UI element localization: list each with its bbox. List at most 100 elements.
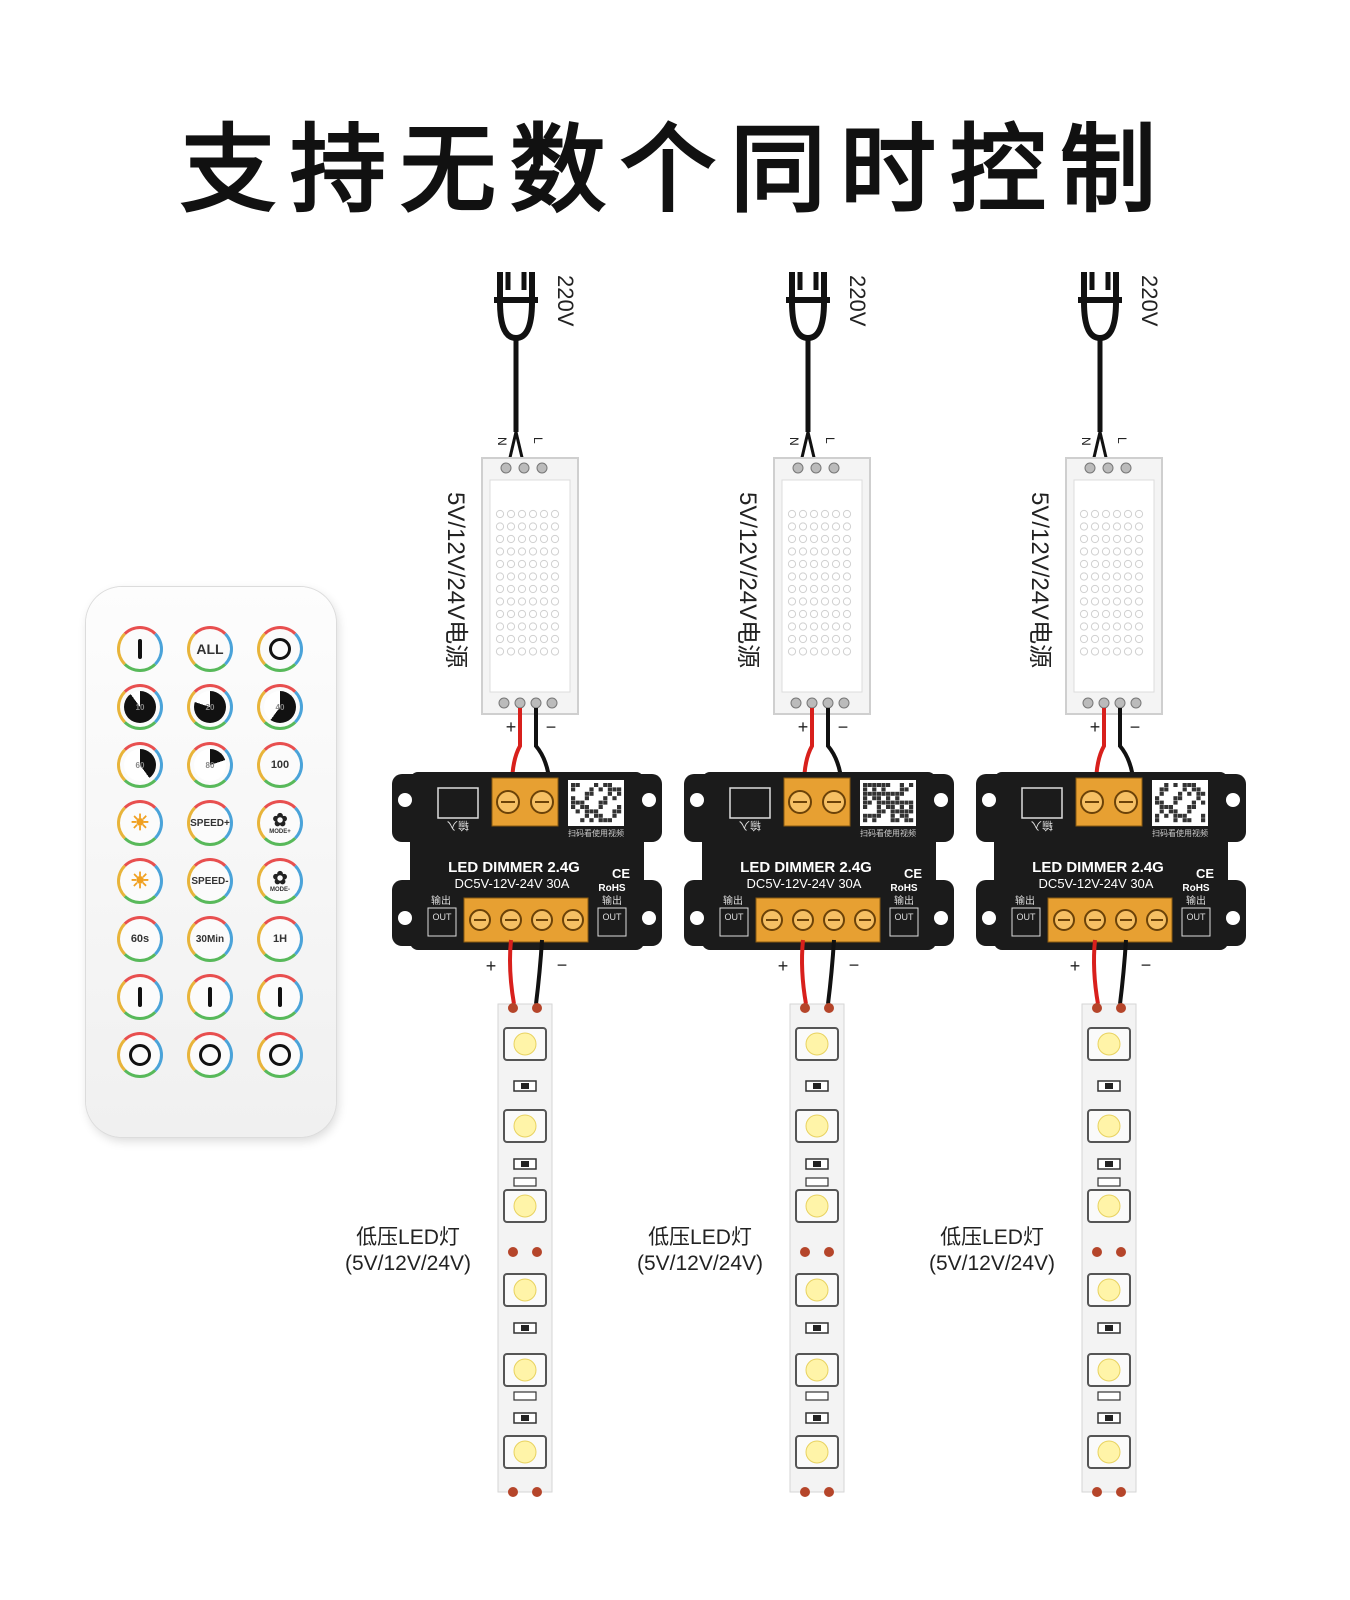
plug-icon — [789, 272, 827, 341]
solder-pad — [532, 1247, 542, 1257]
vent-hole — [1134, 622, 1144, 631]
vent-hole — [809, 609, 819, 619]
remote-button-speed-up[interactable]: SPEED+ — [187, 800, 233, 846]
remote-button-mode-down[interactable]: ✿MODE- — [257, 858, 303, 904]
vent-hole — [506, 584, 516, 594]
remote-button-brightness-up[interactable]: ☀ — [117, 800, 163, 846]
resistor-mark — [813, 1161, 821, 1167]
vent-hole — [550, 647, 560, 656]
qr-module — [881, 791, 886, 796]
remote-button-label: SPEED- — [191, 875, 229, 887]
qr-module — [899, 787, 904, 792]
out-box-left — [427, 907, 457, 937]
vent-hole — [842, 522, 852, 531]
remote-button-zone-2-on[interactable] — [187, 974, 233, 1020]
vent-hole — [506, 634, 516, 644]
qr-module — [886, 791, 891, 796]
vent-hole — [842, 634, 852, 644]
remote-button-timer-60s[interactable]: 60s — [117, 916, 163, 962]
vent-hole — [506, 509, 516, 519]
vent-hole — [539, 584, 549, 594]
mode-wheel-icon: ✿ — [272, 868, 288, 888]
vent-hole — [842, 597, 852, 606]
wire-positive-out — [1092, 939, 1100, 1005]
remote-button-speed-down[interactable]: SPEED- — [187, 858, 233, 904]
out-label-right: OUT — [1187, 912, 1207, 922]
vent-hole — [1134, 634, 1144, 644]
remote-button-label: 60s — [130, 933, 150, 945]
qr-module — [1182, 787, 1187, 792]
vent-hole — [1123, 647, 1133, 656]
wire-negative-out — [534, 939, 544, 1005]
scan-video-text: 扫码看使用视频 — [568, 828, 624, 838]
psu-vent-holes — [1079, 509, 1144, 656]
vent-hole — [831, 522, 841, 531]
vent-hole — [1112, 534, 1122, 544]
vent-hole — [1079, 559, 1089, 569]
remote-button-brightness-20[interactable]: 20 — [187, 684, 233, 730]
qr-module — [909, 805, 914, 809]
psu-output-screw — [822, 697, 834, 709]
remote-button-brightness-80[interactable]: 80 — [187, 742, 233, 788]
vent-hole — [1090, 534, 1100, 544]
remote-button-brightness-60[interactable]: 60 — [117, 742, 163, 788]
remote-button-zone-1-off[interactable] — [117, 1032, 163, 1078]
remote-button-zone-3-on[interactable] — [257, 974, 303, 1020]
ce-mark: CE — [1196, 866, 1214, 881]
vent-hole — [528, 534, 538, 544]
vent-hole — [820, 584, 830, 594]
vent-hole — [842, 584, 852, 594]
psu-output-screw — [806, 697, 818, 709]
solder-pad — [800, 1487, 810, 1497]
remote-button-brightness-10[interactable]: 10 — [117, 684, 163, 730]
strip-voltage-label: (5V/12V/24V) — [345, 1252, 471, 1275]
mains-voltage-label: 220V — [1137, 275, 1162, 327]
output-label-right: 输出 — [1186, 894, 1206, 907]
psu-output-screw — [790, 697, 802, 709]
remote-button-timer-1h[interactable]: 1H — [257, 916, 303, 962]
qr-module — [571, 805, 576, 809]
input-symbol-box — [729, 787, 771, 819]
remote-button-zone-3-off[interactable] — [257, 1032, 303, 1078]
vent-hole — [506, 547, 516, 556]
remote-button-timer-30min[interactable]: 30Min — [187, 916, 233, 962]
power-on-icon — [278, 987, 282, 1007]
qr-module — [571, 800, 576, 805]
qr-module — [1159, 791, 1164, 796]
vent-hole — [528, 522, 538, 531]
wire-positive-out — [800, 939, 808, 1005]
qr-module — [867, 791, 872, 796]
vent-hole — [550, 584, 560, 594]
solder-pad — [508, 1487, 518, 1497]
vent-hole — [1134, 572, 1144, 581]
remote-button-zone-on[interactable] — [117, 626, 163, 672]
vent-hole — [539, 572, 549, 581]
out-box-left — [719, 907, 749, 937]
remote-button-brightness-down[interactable]: ☀ — [117, 858, 163, 904]
qr-module — [584, 805, 589, 809]
vent-hole — [1134, 597, 1144, 606]
vent-hole — [1112, 597, 1122, 606]
remote-button-zone-2-off[interactable] — [187, 1032, 233, 1078]
remote-button-mode-up[interactable]: ✿MODE+ — [257, 800, 303, 846]
remote-button-brightness-40[interactable]: 40 — [257, 684, 303, 730]
vent-hole — [528, 584, 538, 594]
qr-module — [1196, 787, 1201, 792]
vent-hole — [809, 597, 819, 606]
remote-button-brightness-100[interactable]: 100 — [257, 742, 303, 788]
led-chip — [805, 1278, 829, 1302]
psu-minus-label: − — [838, 717, 849, 737]
psu-input-screw — [536, 462, 548, 474]
vent-hole — [787, 634, 797, 644]
vent-hole — [1123, 572, 1133, 581]
remote-button-all[interactable]: ALL — [187, 626, 233, 672]
vent-hole — [787, 522, 797, 531]
solder-pad — [824, 1247, 834, 1257]
remote-button-zone-1-on[interactable] — [117, 974, 163, 1020]
remote-button-zone-off[interactable] — [257, 626, 303, 672]
vent-hole — [820, 647, 830, 656]
mount-hole — [934, 793, 948, 807]
vent-hole — [820, 534, 830, 544]
vent-hole — [1101, 572, 1111, 581]
vent-hole — [1101, 547, 1111, 556]
